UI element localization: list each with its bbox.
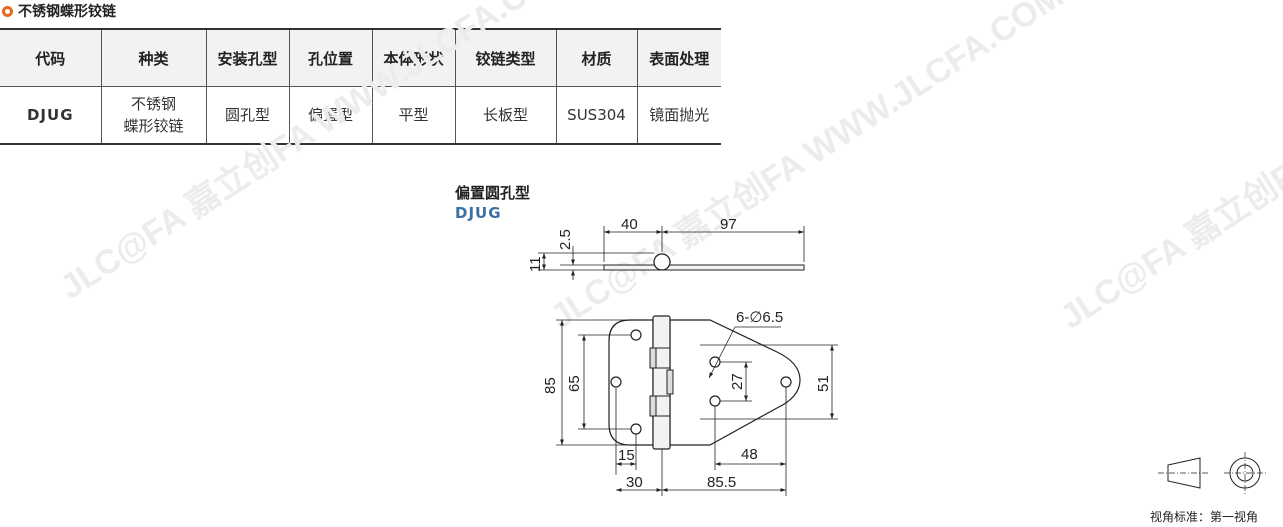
cell-surface: 镜面抛光 bbox=[636, 86, 721, 145]
dim-48: 48 bbox=[741, 446, 758, 463]
leaf-notch bbox=[649, 395, 657, 417]
watermark-group: JLC@FA 嘉立创FA WWW.JLCFA.COM JLC@FA 嘉立创FA … bbox=[54, 0, 1283, 337]
dim-51: 51 bbox=[815, 375, 832, 392]
circle-bullet-icon bbox=[2, 5, 13, 17]
watermark-center: JLC@FA 嘉立创FA WWW.JLCFA.COM bbox=[544, 0, 1070, 337]
drawing-code: DJUG bbox=[455, 204, 502, 222]
cell-kind-line1: 不锈钢 bbox=[130, 95, 176, 113]
hole-icon bbox=[630, 329, 642, 341]
hole-icon bbox=[709, 395, 721, 407]
header-surface: 表面处理 bbox=[636, 28, 721, 87]
side-view-plate bbox=[603, 264, 805, 271]
header-body-shape: 本体形状 bbox=[371, 28, 456, 87]
header-hole-position: 孔位置 bbox=[288, 28, 373, 87]
leader-line bbox=[708, 326, 736, 379]
header-kind: 种类 bbox=[100, 28, 207, 87]
header-code: 代码 bbox=[0, 28, 102, 87]
side-view bbox=[538, 226, 805, 280]
hole-icon bbox=[780, 376, 792, 388]
table-header-row: 代码 种类 安装孔型 孔位置 本体形状 铰链类型 材质 表面处理 bbox=[0, 28, 721, 87]
cell-body-shape: 平型 bbox=[371, 86, 456, 145]
watermark-left: JLC@FA 嘉立创FA WWW.JLCFA.COM bbox=[54, 0, 580, 307]
dim-27: 27 bbox=[729, 373, 746, 390]
hole-icon bbox=[610, 376, 622, 388]
leaf-notch bbox=[649, 347, 657, 369]
outer-circle-icon bbox=[1229, 457, 1261, 489]
front-view-labels: 85 65 27 51 6-∅6.5 15 48 30 85.5 bbox=[542, 309, 832, 491]
dim-11: 11 bbox=[527, 256, 544, 272]
watermark-right-text: JLC@FA 嘉立创FA WWW.JLCFA.COM bbox=[1054, 0, 1283, 337]
cell-hinge-type: 长板型 bbox=[454, 86, 557, 145]
front-view-dimensions bbox=[556, 319, 838, 496]
view-standard-label: 视角标准：第一视角 bbox=[1150, 510, 1259, 524]
dim-15: 15 bbox=[618, 447, 635, 464]
section-title: 不锈钢蝶形铰链 bbox=[18, 4, 116, 20]
leaf-notch bbox=[666, 369, 674, 395]
truncated-cone-icon bbox=[1167, 457, 1201, 489]
watermark-right: JLC@FA 嘉立创FA WWW.JLCFA.COM bbox=[1054, 0, 1283, 337]
cell-code[interactable]: DJUG bbox=[0, 86, 102, 145]
dim-97: 97 bbox=[720, 216, 737, 233]
dim-85: 85 bbox=[542, 377, 559, 394]
first-angle-projection-icon bbox=[1158, 452, 1266, 494]
cell-kind: 不锈钢 蝶形铰链 bbox=[100, 86, 207, 145]
side-view-knuckle bbox=[653, 253, 671, 271]
dim-2-5: 2.5 bbox=[557, 229, 574, 250]
side-view-labels: 40 97 2.5 11 bbox=[527, 216, 737, 272]
section-header: 不锈钢蝶形铰链 bbox=[2, 0, 116, 22]
dim-85-5: 85.5 bbox=[707, 474, 736, 491]
dim-40: 40 bbox=[621, 216, 638, 233]
cell-hole-position: 偏置型 bbox=[288, 86, 373, 145]
spec-table: 代码 种类 安装孔型 孔位置 本体形状 铰链类型 材质 表面处理 DJUG 不锈… bbox=[0, 28, 721, 145]
drawing-subtitle: 偏置圆孔型 bbox=[455, 184, 531, 202]
right-leaf bbox=[669, 319, 801, 446]
dim-hole-callout: 6-∅6.5 bbox=[736, 309, 783, 326]
watermark-left-text: JLC@FA 嘉立创FA WWW.JLCFA.COM bbox=[54, 0, 580, 307]
cell-hole-type: 圆孔型 bbox=[205, 86, 290, 145]
hole-icon bbox=[630, 423, 642, 435]
dim-30: 30 bbox=[626, 474, 643, 491]
dim-65: 65 bbox=[566, 375, 583, 392]
table-row: DJUG 不锈钢 蝶形铰链 圆孔型 偏置型 平型 长板型 SUS304 镜面抛光 bbox=[0, 86, 721, 145]
header-hinge-type: 铰链类型 bbox=[454, 28, 557, 87]
cell-kind-line2: 蝶形铰链 bbox=[123, 117, 184, 135]
front-view bbox=[608, 315, 801, 450]
cell-material: SUS304 bbox=[555, 86, 638, 145]
watermark-center-text: JLC@FA 嘉立创FA WWW.JLCFA.COM bbox=[544, 0, 1070, 337]
